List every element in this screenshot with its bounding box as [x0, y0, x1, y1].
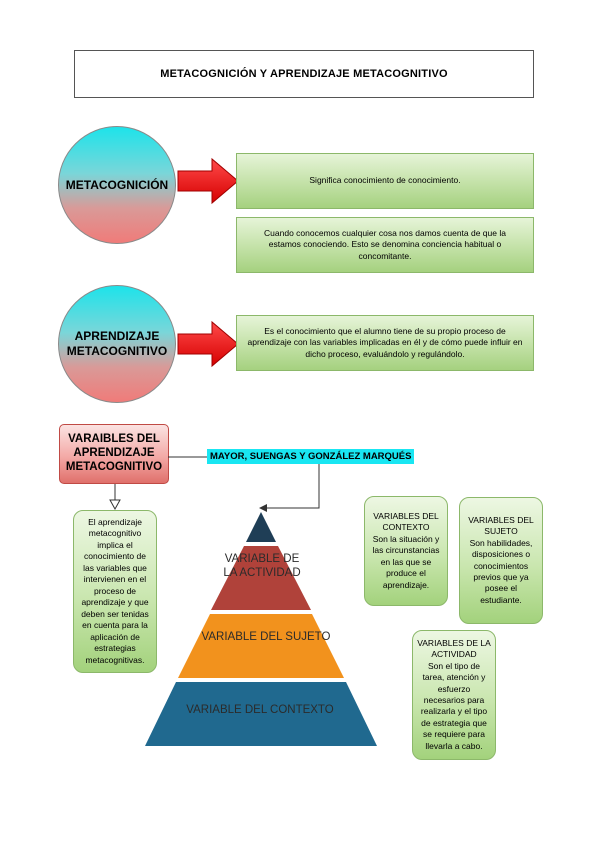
pyramid-label-sujeto: VARIABLE DEL SUJETO	[201, 631, 331, 643]
aprendizaje-definition-box: Es el conocimiento que el alumno tiene d…	[236, 315, 534, 371]
pyramid-label-contexto: VARIABLE DEL CONTEXTO	[186, 704, 334, 716]
card-actividad: VARIABLES DE LA ACTIVIDAD Son el tipo de…	[412, 630, 496, 760]
card-actividad-title: VARIABLES DE LA ACTIVIDAD	[417, 637, 491, 660]
variables-title: VARAIBLES DEL APRENDIZAJE METACOGNITIVO	[65, 433, 163, 473]
card-sujeto-title: VARIABLES DEL SUJETO	[468, 514, 534, 537]
connector-line	[168, 456, 210, 458]
pyramid-layer-sujeto	[178, 614, 344, 678]
variables-description: El aprendizaje metacognitivo implica el …	[81, 516, 149, 665]
metacognicion-definition: Significa conocimiento de conocimiento.	[309, 175, 461, 186]
arrow-down-left-icon	[259, 464, 320, 512]
card-contexto-title: VARIABLES DEL CONTEXTO	[373, 510, 439, 533]
variables-title-box: VARAIBLES DEL APRENDIZAJE METACOGNITIVO	[59, 424, 169, 484]
metacognicion-circle: METACOGNICIÓN	[58, 126, 176, 244]
arrow-down-icon	[109, 484, 121, 510]
page-title: METACOGNICIÓN Y APRENDIZAJE METACOGNITIV…	[74, 50, 534, 98]
card-sujeto-body: Son habilidades, disposiciones o conocim…	[469, 537, 533, 605]
variables-pyramid	[145, 512, 377, 746]
metacognicion-label: METACOGNICIÓN	[65, 177, 169, 192]
authors-label: MAYOR, SUENGAS Y GONZÁLEZ MARQUÉS	[207, 449, 415, 464]
card-sujeto: VARIABLES DEL SUJETO Son habilidades, di…	[459, 497, 543, 624]
pyramid-layer-actividad	[211, 546, 311, 610]
card-actividad-body: Son el tipo de tarea, atención y esfuerz…	[420, 660, 488, 751]
metacognicion-definition-box: Significa conocimiento de conocimiento.	[236, 153, 534, 209]
arrow-right-icon	[177, 157, 239, 205]
aprendizaje-label-line2: METACOGNITIVO	[66, 344, 168, 358]
variables-description-box: El aprendizaje metacognitivo implica el …	[73, 510, 157, 673]
aprendizaje-label-line1: APRENDIZAJE	[74, 329, 160, 343]
card-contexto-body: Son la situación y las circunstancias en…	[372, 533, 440, 590]
metacognicion-explanation-box: Cuando conocemos cualquier cosa nos damo…	[236, 217, 534, 273]
aprendizaje-definition: Es el conocimiento que el alumno tiene d…	[247, 325, 523, 359]
pyramid-label-actividad: VARIABLE DE LA ACTIVIDAD	[223, 553, 301, 580]
pyramid-layer-contexto	[145, 682, 377, 746]
card-contexto: VARIABLES DEL CONTEXTO Son la situación …	[364, 496, 448, 606]
aprendizaje-circle: APRENDIZAJE METACOGNITIVO	[58, 285, 176, 403]
metacognicion-explanation: Cuando conocemos cualquier cosa nos damo…	[264, 227, 506, 261]
pyramid-apex	[246, 512, 276, 542]
arrow-right-icon	[177, 320, 239, 368]
